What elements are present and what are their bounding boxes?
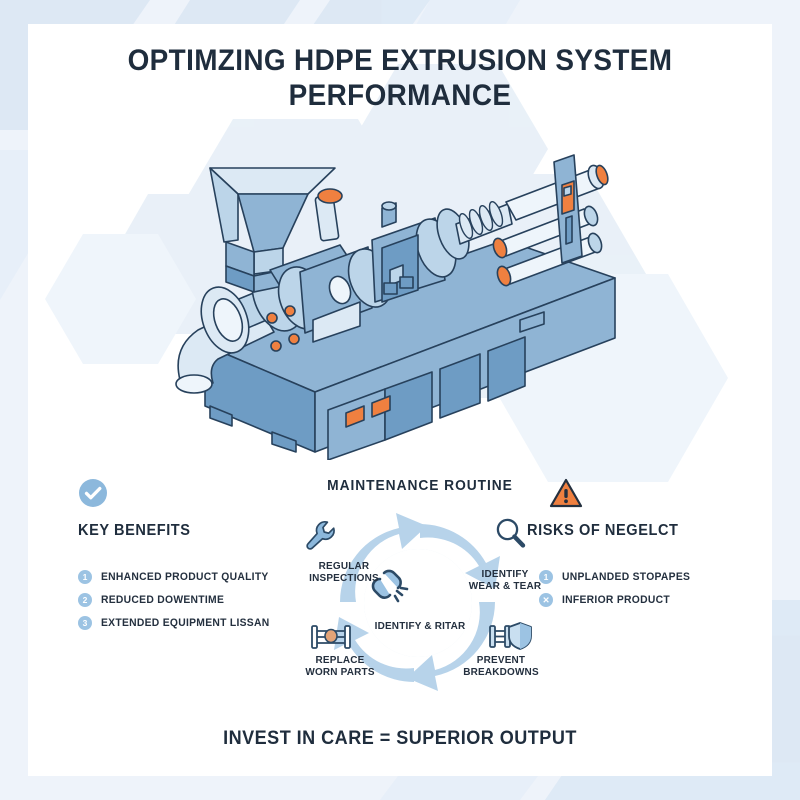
check-circle-icon [79,479,107,507]
bullet-label: UNPLANDED STOPAPES [562,571,691,583]
wrench-icon [306,521,335,550]
bullet-badge: 2 [78,593,92,607]
maintenance-routine-section: MAINTENANCE ROUTINE [295,478,545,707]
cycle-label-line2: WORN PARTS [305,666,375,679]
cycle-label-line1: IDENTIFY [481,568,529,580]
maintenance-routine-title: MAINTENANCE ROUTINE [327,478,513,494]
bullet-label: INFERIOR PRODUCT [562,594,670,606]
bullet-badge: 1 [539,570,553,584]
cycle-label-line1: PREVENT [476,654,526,666]
list-item: 1 UNPLANDED STOPAPES [539,570,732,584]
bullet-label: REDUCED DOWENTIME [101,594,225,606]
cycle-label-replace-worn-parts: REPLACE WORN PARTS [297,654,383,678]
cycle-label-line2: WEAR & TEAR [468,580,542,593]
cycle-label-identify-wear-tear: IDENTIFY WEAR & TEAR [463,568,547,592]
bullet-label: EXTENDED EQUIPMENT LISSAN [101,617,270,629]
list-item: 1 ENHANCED PRODUCT QUALITY [78,570,293,584]
cycle-label-regular-inspections: REGULAR INSPECTIONS [299,560,388,584]
list-item: ✕ INFERIOR PRODUCT [539,593,732,607]
risks-section: RISKS OF NEGELCT 1 UNPLANDED STOPAPES ✕ … [527,478,732,616]
cycle-diagram: REGULAR INSPECTIONS IDENTIFY WEAR & TEAR… [295,502,545,707]
cycle-arrows [334,513,500,691]
risks-list: 1 UNPLANDED STOPAPES ✕ INFERIOR PRODUCT [527,570,732,607]
bottom-banner: INVEST IN CARE = SUPERIOR OUTPUT [223,728,577,749]
bullet-badge: 1 [78,570,92,584]
list-item: 3 EXTENDED EQUIPMENT LISSAN [78,616,293,630]
bullet-badge: ✕ [539,593,553,607]
bullet-badge: 3 [78,616,92,630]
extruder-svg: .ol{stroke:#27415c;stroke-width:1.6;stro… [175,154,616,461]
bullet-label: ENHANCED PRODUCT QUALITY [101,571,269,583]
shield-gear-icon [489,622,532,650]
key-benefits-heading: KEY BENEFITS [78,522,191,539]
bottom-sections: KEY BENEFITS 1 ENHANCED PRODUCT QUALITY … [40,478,760,718]
warning-triangle-icon [549,478,583,508]
cycle-label-line2: INSPECTIONS [309,572,379,585]
roller-part-icon [311,625,351,649]
key-benefits-list: 1 ENHANCED PRODUCT QUALITY 2 REDUCED DOW… [78,570,293,630]
list-item: 2 REDUCED DOWENTIME [78,593,293,607]
risks-heading: RISKS OF NEGELCT [527,522,679,539]
cycle-label-line2: BREAKDOWNS [463,666,539,679]
cycle-label-line1: REPLACE [315,654,365,666]
page-title: OPTIMZING HDPE EXTRUSION SYSTEM PERFORMA… [127,44,673,112]
cycle-label-line1: REGULAR [318,560,370,572]
machine-illustration: .ol{stroke:#27415c;stroke-width:1.6;stro… [150,130,650,461]
cycle-center-label: IDENTIFY & RІTAR [374,620,466,632]
broken-chain-icon [371,569,409,603]
cycle-label-prevent-breakdowns: PREVENT BREAKDOWNS [457,654,544,678]
key-benefits-section: KEY BENEFITS 1 ENHANCED PRODUCT QUALITY … [78,478,293,639]
magnifier-icon [496,518,526,548]
